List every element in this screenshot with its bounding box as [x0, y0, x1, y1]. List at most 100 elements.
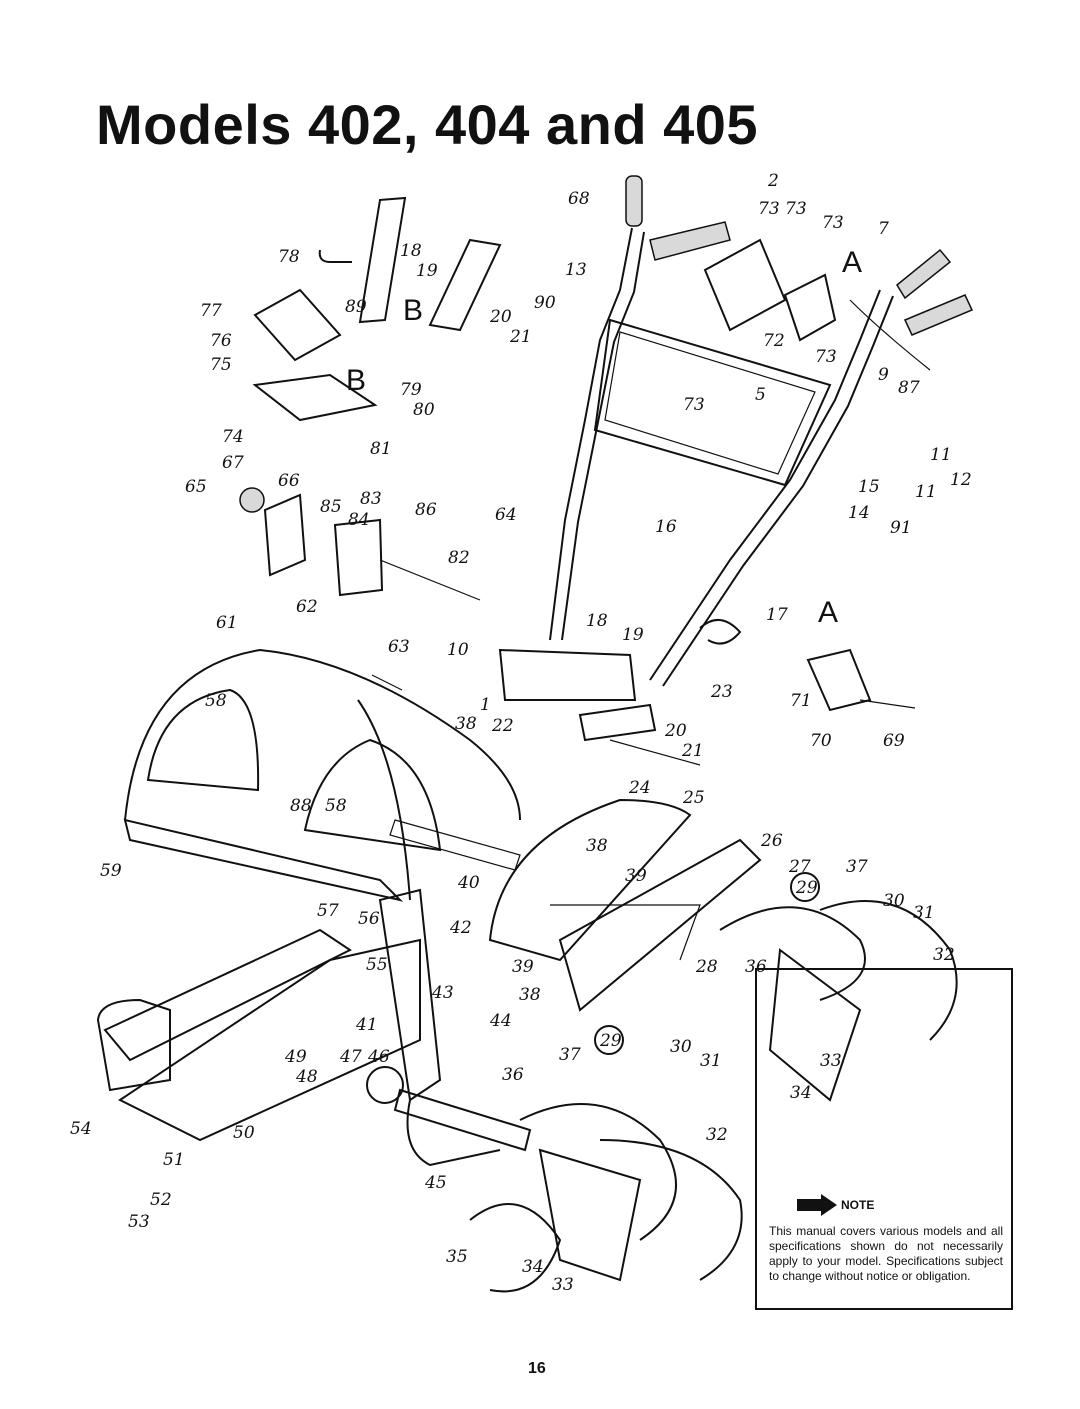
- callout-91: 91: [890, 518, 912, 538]
- callout-16: 16: [655, 517, 677, 537]
- callout-62: 62: [296, 597, 318, 617]
- callout-20: 20: [664, 721, 687, 741]
- callout-49: 49: [284, 1047, 307, 1067]
- callout-86: 86: [415, 500, 437, 520]
- callout-19: 19: [416, 261, 438, 281]
- marker-b: B: [346, 364, 366, 397]
- callout-38: 38: [455, 714, 477, 734]
- callout-73: 73: [815, 347, 837, 367]
- callout-13: 13: [565, 260, 587, 280]
- callout-70: 70: [810, 731, 832, 751]
- callout-40: 40: [457, 873, 480, 893]
- page-number: 16: [528, 1360, 546, 1377]
- callout-41: 41: [355, 1015, 378, 1035]
- callout-61: 61: [216, 613, 238, 633]
- callout-37: 37: [846, 857, 868, 877]
- callout-90: 90: [534, 293, 556, 313]
- callout-14: 14: [848, 503, 870, 523]
- callout-31: 31: [913, 903, 935, 923]
- right-grip-icon: [896, 248, 952, 300]
- callout-18: 18: [586, 611, 608, 631]
- callout-55: 55: [366, 955, 388, 975]
- callout-12: 12: [950, 470, 972, 490]
- callout-67: 67: [222, 453, 244, 473]
- callout-7: 7: [878, 219, 889, 239]
- callout-35: 35: [446, 1247, 468, 1267]
- callout-20: 20: [489, 307, 512, 327]
- circled-callout-29: 29: [795, 878, 818, 898]
- marker-a: A: [842, 246, 862, 279]
- callout-24: 24: [628, 778, 651, 798]
- handle-assembly: [549, 175, 974, 687]
- callout-50: 50: [233, 1123, 255, 1143]
- callout-34: 34: [790, 1083, 812, 1103]
- callout-22: 22: [491, 716, 514, 736]
- callout-82: 82: [448, 548, 470, 568]
- callout-73: 73: [683, 395, 705, 415]
- callout-31: 31: [700, 1051, 722, 1071]
- callout-47: 47: [339, 1047, 362, 1067]
- callout-74: 74: [222, 427, 244, 447]
- callout-9: 9: [878, 365, 889, 385]
- arrow-right-icon: [797, 1194, 837, 1216]
- note-label: NOTE: [841, 1198, 875, 1212]
- callout-5: 5: [755, 385, 766, 405]
- callout-30: 30: [883, 891, 905, 911]
- callout-58: 58: [205, 691, 227, 711]
- callout-66: 66: [278, 471, 300, 491]
- callout-75: 75: [210, 355, 232, 375]
- callout-48: 48: [295, 1067, 318, 1087]
- callout-2: 2: [767, 171, 779, 191]
- callout-54: 54: [70, 1119, 92, 1139]
- callout-78: 78: [278, 247, 300, 267]
- callout-26: 26: [760, 831, 783, 851]
- marker-a: A: [818, 596, 838, 629]
- callout-64: 64: [495, 505, 517, 525]
- lever-grip-icon: [649, 221, 731, 261]
- callout-32: 32: [706, 1125, 728, 1145]
- callout-21: 21: [681, 741, 704, 761]
- callout-88: 88: [290, 796, 312, 816]
- callout-63: 63: [388, 637, 410, 657]
- callout-81: 81: [370, 439, 392, 459]
- callout-89: 89: [345, 297, 367, 317]
- page-title: Models 402, 404 and 405: [96, 93, 759, 156]
- callout-69: 69: [883, 731, 905, 751]
- callout-38: 38: [519, 985, 541, 1005]
- callout-10: 10: [447, 640, 469, 660]
- callout-87: 87: [898, 378, 920, 398]
- callout-44: 44: [489, 1011, 512, 1031]
- note-header: NOTE: [797, 1194, 874, 1216]
- callout-53: 53: [128, 1212, 150, 1232]
- callout-39: 39: [625, 866, 647, 886]
- callout-33: 33: [552, 1275, 574, 1295]
- callout-28: 28: [695, 957, 718, 977]
- callout-45: 45: [424, 1173, 447, 1193]
- circled-callout-29: 29: [599, 1031, 622, 1051]
- note-text: This manual covers various models and al…: [769, 1224, 1003, 1283]
- left-grip-icon: [625, 175, 643, 227]
- callout-36: 36: [502, 1065, 524, 1085]
- callout-73: 73: [822, 213, 844, 233]
- callout-71: 71: [790, 691, 812, 711]
- callout-72: 72: [763, 331, 785, 351]
- callout-33: 33: [820, 1051, 842, 1071]
- callout-42: 42: [449, 918, 472, 938]
- callout-23: 23: [710, 682, 733, 702]
- callout-30: 30: [670, 1037, 692, 1057]
- callout-73: 73: [758, 199, 780, 219]
- callout-39: 39: [512, 957, 534, 977]
- callout-85: 85: [320, 497, 342, 517]
- marker-b: B: [403, 294, 423, 327]
- tine-shield: [123, 648, 762, 1012]
- callout-68: 68: [568, 189, 590, 209]
- callout-43: 43: [431, 983, 454, 1003]
- callout-46: 46: [367, 1047, 390, 1067]
- tine-assemblies: [469, 900, 958, 1293]
- callout-37: 37: [559, 1045, 581, 1065]
- callout-83: 83: [360, 489, 382, 509]
- callout-27: 27: [788, 857, 811, 877]
- callout-labels: 2 68 73 73 73 7 13 90 72 73 5 73 9 87 11…: [70, 171, 972, 1295]
- callout-80: 80: [413, 400, 435, 420]
